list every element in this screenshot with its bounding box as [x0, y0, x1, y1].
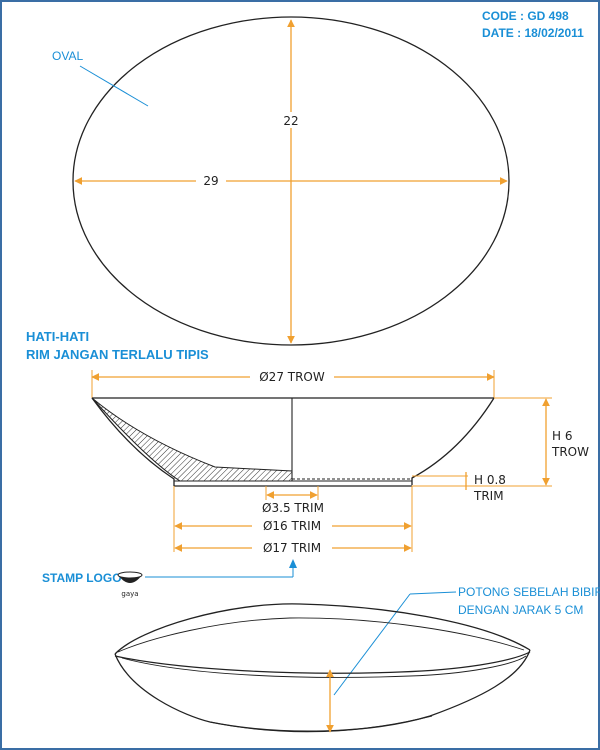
warning-line-2: RIM JANGAN TERLALU TIPIS [26, 347, 209, 362]
stamp-pointer-arrow [289, 559, 297, 568]
cut-note-line-1: POTONG SEBELAH BIBIR [458, 585, 600, 599]
trim-height-value: H 0.8 [474, 473, 506, 487]
drawing-code: CODE : GD 498 [482, 9, 569, 23]
rim-diameter-label: Ø27 TROW [259, 370, 325, 384]
height-value: H 6 [552, 429, 572, 443]
perspective-bowl-foot [209, 715, 433, 733]
oval-label: OVAL [52, 49, 83, 63]
perspective-rim-inner [114, 651, 531, 674]
oval-width-label-bg [196, 172, 226, 188]
oval-leader-line [79, 65, 149, 107]
foot17-label: Ø17 TRIM [263, 541, 321, 555]
bowl-outer-profile-left [91, 397, 175, 486]
oval-width-value: 29 [203, 174, 218, 188]
stamp-logo-label: STAMP LOGO [42, 571, 122, 585]
rim-diameter-label-bg [250, 369, 334, 384]
foot17-label-bg [252, 540, 332, 555]
inner-foot-label: Ø3.5 TRIM [262, 501, 324, 515]
warning-line-1: HATI-HATI [26, 329, 89, 344]
perspective-rim-inner-edge [121, 655, 527, 678]
oval-height-label-bg [279, 112, 303, 128]
bowl-outer-profile-right [411, 397, 495, 485]
foot16-label-bg [252, 518, 332, 533]
height-unit: TROW [551, 445, 589, 459]
foot16-label: Ø16 TRIM [263, 519, 321, 533]
perspective-rim-outer [114, 603, 531, 655]
oval-height-value: 22 [283, 114, 298, 128]
perspective-bowl-body [114, 649, 531, 732]
cut-note-pointer-line [333, 593, 411, 696]
oval-outline [72, 16, 510, 346]
cut-note-leader-line [409, 591, 457, 595]
bowl-wall-section [91, 397, 293, 482]
drawing-date: DATE : 18/02/2011 [482, 26, 584, 40]
stamp-logo-text: gaya [121, 590, 138, 598]
cut-note-line-2: DENGAN JARAK 5 CM [458, 603, 583, 617]
trim-height-unit: TRIM [473, 489, 504, 503]
perspective-rim-lip [117, 617, 525, 653]
stamp-bowl-rim [117, 571, 143, 579]
